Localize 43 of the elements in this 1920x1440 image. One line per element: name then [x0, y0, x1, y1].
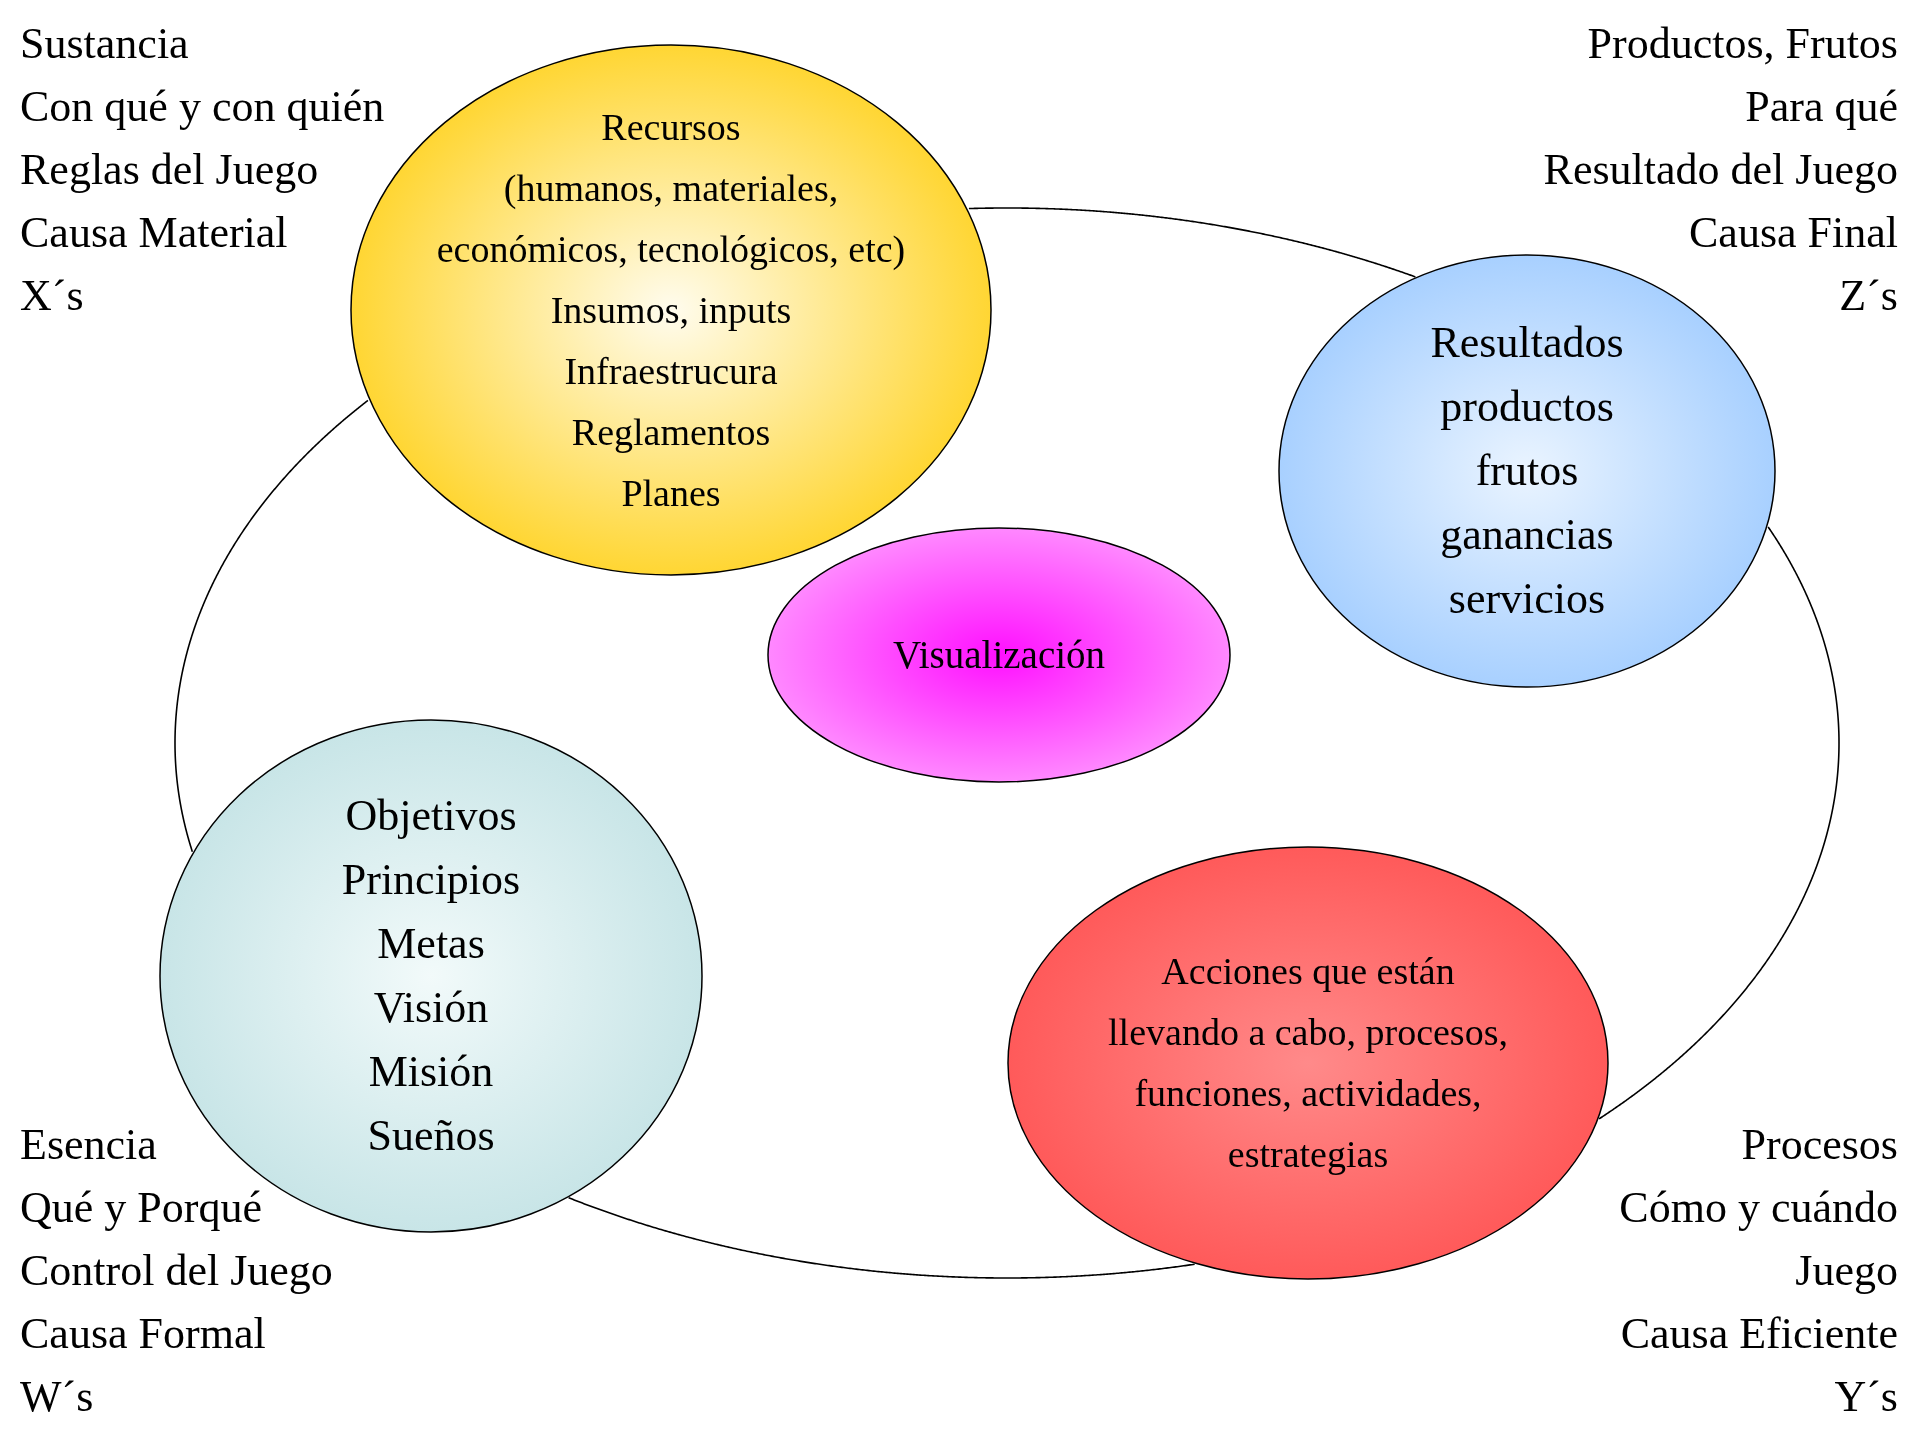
node-text: Visualización: [892, 632, 1106, 678]
node-text: (humanos, materiales, económicos, tecnológicos, etc): [435, 165, 907, 272]
connector-line: [174, 399, 369, 853]
corner-label: Con qué y con quién: [20, 81, 385, 133]
node-text: ganancias: [1440, 509, 1614, 561]
corner-label: Esencia: [20, 1119, 157, 1171]
corner-label: Causa Eficiente: [1620, 1308, 1898, 1360]
corner-label: Reglas del Juego: [20, 144, 319, 196]
corner-label: Sustancia: [20, 18, 189, 70]
corner-label: W´s: [20, 1371, 94, 1423]
connector-line: [567, 1196, 1196, 1279]
connector-line: [1598, 526, 1840, 1120]
corner-label: Causa Final: [1689, 207, 1898, 259]
node-text: productos: [1440, 381, 1614, 433]
node-text: Principios: [341, 854, 521, 906]
node-text: Visión: [373, 982, 489, 1034]
node-text: Recursos: [601, 104, 741, 150]
node-text: Infraestrucura: [564, 348, 778, 394]
node-text: Insumos, inputs: [550, 287, 792, 333]
node-text: Reglamentos: [571, 409, 771, 455]
corner-label: Para qué: [1745, 81, 1898, 133]
corner-label: Y´s: [1834, 1371, 1898, 1423]
node-text: Misión: [368, 1046, 494, 1098]
corner-label: X´s: [20, 270, 84, 322]
corner-label: Z´s: [1839, 270, 1898, 322]
node-text: servicios: [1448, 573, 1606, 625]
corner-label: Qué y Porqué: [20, 1182, 262, 1234]
corner-label: Control del Juego: [20, 1245, 333, 1297]
node-text: Acciones que están llevando a cabo, procesos, funciones, actividades, estrategias: [1107, 949, 1509, 1177]
connector-line: [968, 207, 1417, 278]
corner-label: Juego: [1795, 1245, 1898, 1297]
node-text: Planes: [621, 470, 721, 516]
node-text: Sueños: [367, 1110, 495, 1162]
corner-label: Causa Formal: [20, 1308, 266, 1360]
corner-label: Cómo y cuándo: [1619, 1182, 1898, 1234]
node-text: frutos: [1475, 445, 1579, 497]
corner-label: Causa Material: [20, 207, 288, 259]
corner-label: Resultado del Juego: [1543, 144, 1898, 196]
node-text: Objetivos: [345, 790, 517, 842]
corner-label: Productos, Frutos: [1587, 18, 1898, 70]
corner-label: Procesos: [1741, 1119, 1898, 1171]
node-text: Resultados: [1430, 317, 1624, 369]
node-text: Metas: [377, 918, 485, 970]
